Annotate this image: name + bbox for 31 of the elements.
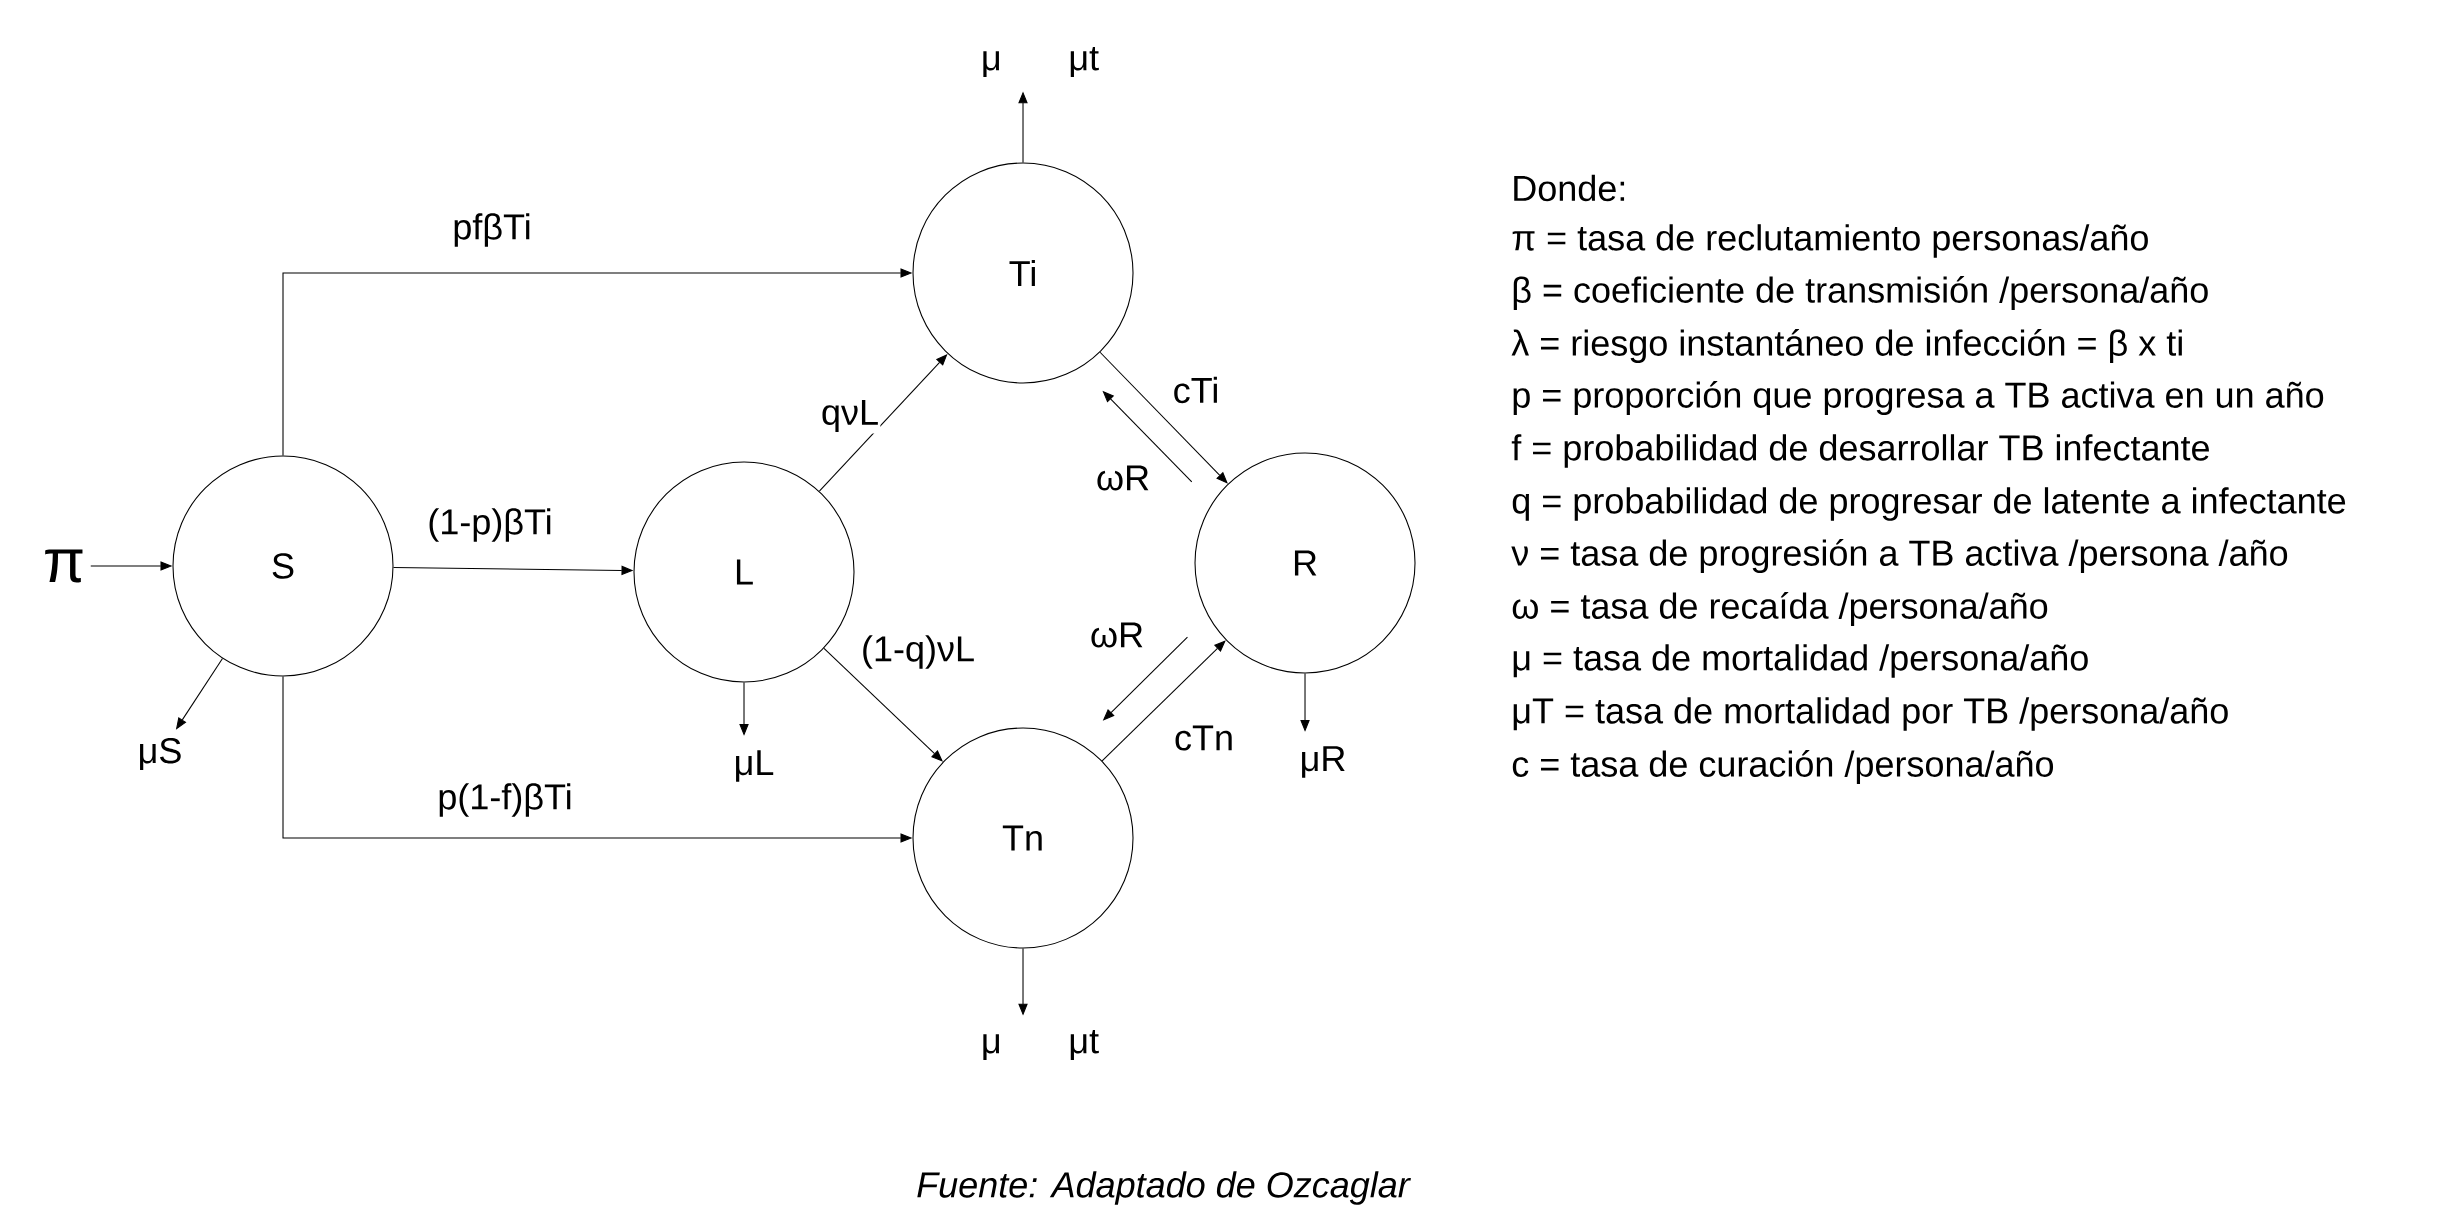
outflow-label: μ μt	[983, 46, 1099, 78]
arrow	[823, 647, 943, 762]
symbol-text: π	[45, 549, 83, 583]
arrow	[1101, 640, 1226, 762]
edge-label: cTi	[1171, 375, 1221, 405]
definition-text: ω = tasa de recaída /persona/año	[1512, 592, 2048, 626]
definition-text: μ = tasa de mortalidad /persona/año	[1513, 644, 2088, 678]
definition-text: p = proporción que progresa a TB activa en un año	[1513, 381, 2324, 415]
outflow-label: μL	[736, 750, 774, 782]
edge-label: qνL	[819, 398, 881, 434]
caption: Fuente: Adaptado de Ozcaglar	[917, 1171, 1411, 1205]
edge-label: (1-p)βTi	[426, 506, 554, 544]
edge-label: ωR	[1094, 464, 1152, 492]
definition-text: q = probabilidad de progresar de latente a infectante	[1512, 487, 2346, 521]
outflow-label: μ μt	[983, 1029, 1099, 1061]
outflow-label: μS	[140, 738, 181, 771]
edge-label: ωR	[1088, 621, 1146, 649]
definition-text: ν = tasa de progresión a TB activa /persona /año	[1511, 539, 2288, 573]
definition-text: β = coeficiente de transmisión /persona/año	[1513, 276, 2208, 310]
definition-text: λ = riesgo instantáneo de infección = β x ti	[1511, 329, 2182, 363]
definition-text: c = tasa de curación /persona/año	[1512, 750, 2054, 784]
note-heading: Donde:	[1514, 174, 1625, 202]
edge-label: p(1-f)βTi	[436, 781, 574, 819]
arrow	[1099, 351, 1228, 484]
definition-text: μT = tasa de mortalidad por TB /persona/año	[1513, 697, 2228, 731]
edge-label: (1-q)νL	[859, 633, 977, 671]
edge-label: cTn	[1172, 724, 1236, 752]
definition-text: f = probabilidad de desarrollar TB infectante	[1511, 434, 2209, 468]
edge-label: pfβTi	[451, 211, 534, 249]
outflow-label: μR	[1302, 746, 1345, 778]
definition-text: π = tasa de reclutamiento personas/año	[1512, 224, 2148, 258]
